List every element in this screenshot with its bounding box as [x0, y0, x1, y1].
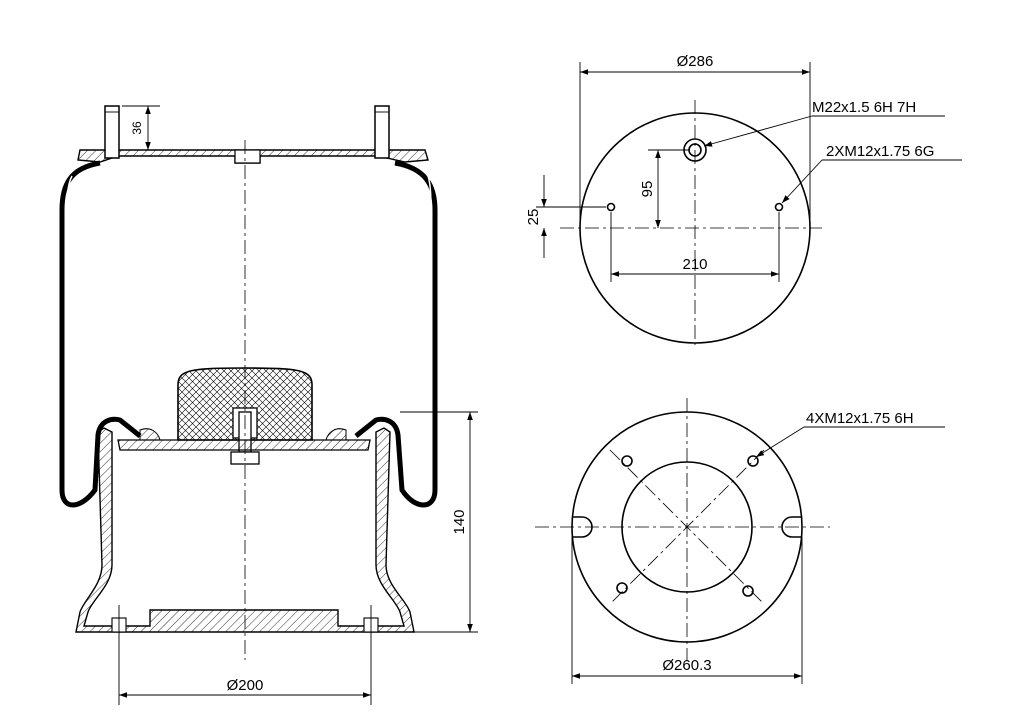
top-view: Ø286 M22x1.5 6H 7H 2XM12x1.75 6G 95 25 — [525, 53, 962, 345]
leader-studs: 2XM12x1.75 6G — [781, 143, 962, 204]
dim-d200-label: Ø200 — [227, 677, 264, 694]
dim-95-label: 95 — [639, 181, 656, 198]
bolt-thread-label: 4XM12x1.75 6H — [806, 410, 914, 427]
dim-height: 140 — [400, 411, 478, 633]
dim-top-diameter: Ø286 — [579, 53, 811, 228]
stud-thread-label: 2XM12x1.75 6G — [826, 143, 934, 160]
leader-air-port: M22x1.5 6H 7H — [703, 99, 945, 147]
air-port-thread-label: M22x1.5 6H 7H — [812, 99, 916, 116]
side-view: 36 140 Ø200 — [59, 105, 478, 705]
slot-right — [781, 516, 802, 538]
leader-bolts: 4XM12x1.75 6H — [755, 410, 945, 458]
dim-36-label: 36 — [130, 121, 144, 135]
dim-bottom-plate-diameter: Ø260.3 — [571, 537, 803, 684]
dim-stud-spacing: 210 — [610, 212, 780, 282]
stud-hole-left — [606, 202, 616, 212]
dim-stud-offset: 25 — [525, 175, 606, 258]
dim-port-offset: 95 — [639, 149, 690, 228]
mounting-stud-left — [104, 105, 120, 159]
dim-d286-label: Ø286 — [677, 53, 714, 70]
dim-d260-label: Ø260.3 — [662, 657, 711, 674]
dim-bottom-diameter: Ø200 — [118, 605, 372, 705]
piston-plate — [117, 428, 371, 451]
bolt-hole-tl — [621, 455, 633, 467]
dim-140-label: 140 — [451, 509, 468, 534]
bolt-hole-bl — [616, 582, 628, 594]
mounting-stud-right — [374, 105, 390, 159]
rubber-bellows — [59, 160, 438, 508]
bolt-hole-tr — [747, 455, 759, 467]
dim-210-label: 210 — [682, 256, 707, 273]
bolt-hole-br — [742, 585, 754, 597]
dim-stud-height: 36 — [122, 105, 160, 151]
top-plate — [77, 149, 429, 164]
bottom-view: 4XM12x1.75 6H Ø260.3 — [535, 398, 945, 684]
bottom-diag-2 — [609, 449, 765, 605]
slot-left — [572, 516, 593, 538]
stud-hole-right — [774, 202, 784, 212]
dim-25-label: 25 — [525, 209, 542, 226]
